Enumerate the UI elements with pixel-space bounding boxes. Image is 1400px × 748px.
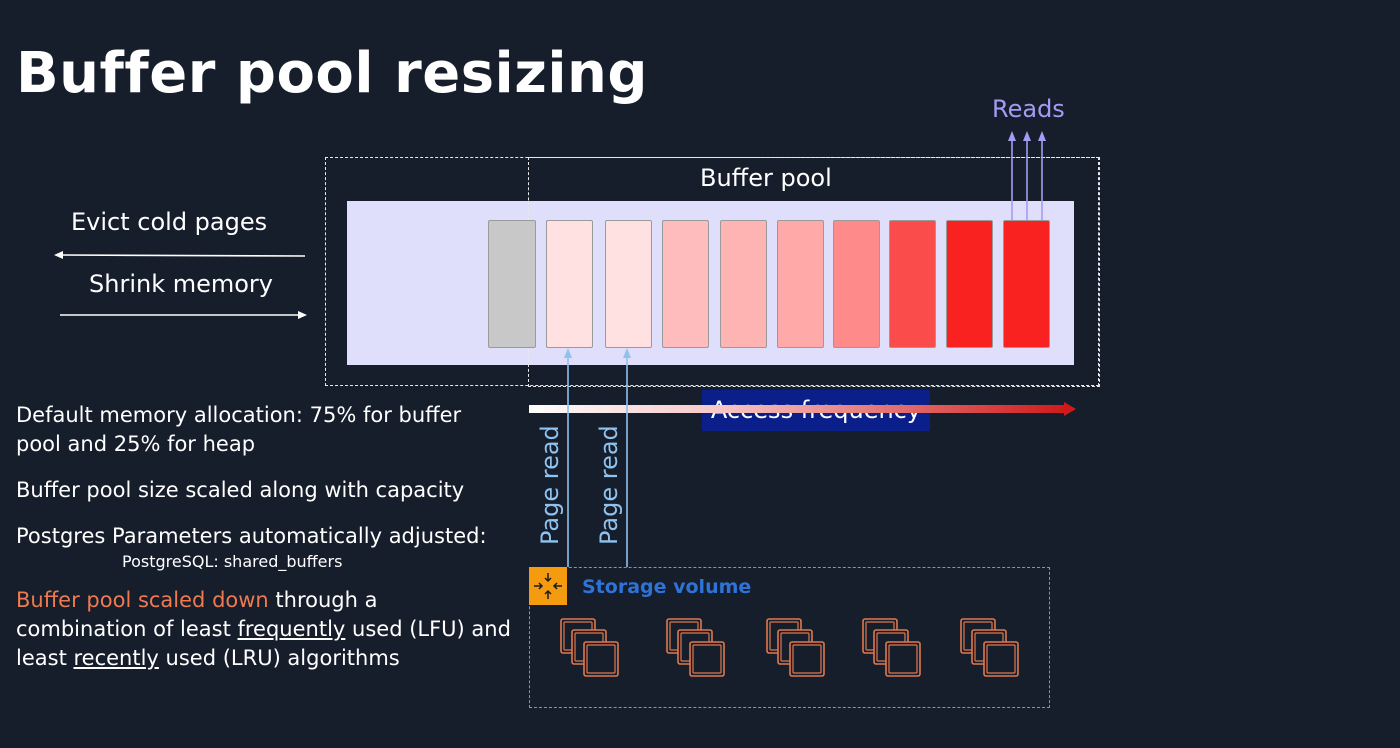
page-title: Buffer pool resizing: [16, 41, 648, 106]
postgres-sub-note: PostgreSQL: shared_buffers: [122, 552, 343, 571]
reads-arrow-2-head: [1023, 131, 1031, 141]
default-memory-note: Default memory allocation: 75% for buffe…: [16, 403, 462, 456]
buffer-page-7: [833, 220, 880, 348]
storage-copy-icon: [960, 618, 1019, 677]
buffer-page-3: [605, 220, 652, 348]
buffer-page-9: [946, 220, 993, 348]
shrink-arrow-head: [298, 311, 307, 319]
evict-cold-pages-label: Evict cold pages: [71, 208, 268, 236]
storage-copy-icon: [766, 618, 825, 677]
storage-copy-icon: [560, 618, 619, 677]
evict-arrow-head: [54, 251, 63, 259]
storage-copy-icon: [666, 618, 725, 677]
scaled-down-text-5: used (LRU) algorithms: [158, 646, 400, 670]
buffer-page-4: [662, 220, 709, 348]
scaled-down-text-1: through a: [268, 588, 378, 612]
storage-volume-icon: [529, 567, 567, 605]
scaled-down-highlight: Buffer pool scaled down: [16, 588, 269, 612]
buffer-page-1: [488, 220, 536, 348]
buffer-pool-label: Buffer pool: [700, 164, 832, 192]
page-read-label-2: Page read: [595, 425, 623, 545]
buffer-page-10: [1003, 220, 1050, 348]
recently-underlined: recently: [73, 646, 159, 670]
storage-copy-icon: [862, 618, 921, 677]
scaled-capacity-note: Buffer pool size scaled along with capac…: [16, 478, 465, 502]
reads-arrow-1-head: [1008, 131, 1016, 141]
scaled-down-text-2: combination of least: [16, 617, 238, 641]
postgres-params-note: Postgres Parameters automatically adjust…: [16, 524, 487, 548]
storage-volume-box: [529, 567, 1050, 708]
access-frequency-label: Access frequency: [702, 390, 930, 431]
buffer-page-5: [720, 220, 767, 348]
scaled-down-text-4: least: [16, 646, 74, 670]
storage-volume-label: Storage volume: [582, 576, 752, 598]
reads-label: Reads: [992, 95, 1065, 123]
shrink-memory-label: Shrink memory: [89, 270, 273, 298]
access-frequency-arrow-head: [1064, 402, 1076, 416]
buffer-page-6: [777, 220, 824, 348]
frequently-underlined: frequently: [237, 617, 346, 641]
scaled-down-text-3: used (LFU) and: [345, 617, 511, 641]
evict-arrow: [61, 254, 306, 257]
buffer-page-8: [889, 220, 936, 348]
buffer-page-2: [546, 220, 593, 348]
reads-arrow-3-head: [1038, 131, 1046, 141]
scaled-down-note: Buffer pool scaled down through a combin…: [16, 586, 536, 673]
page-read-label-1: Page read: [536, 425, 564, 545]
